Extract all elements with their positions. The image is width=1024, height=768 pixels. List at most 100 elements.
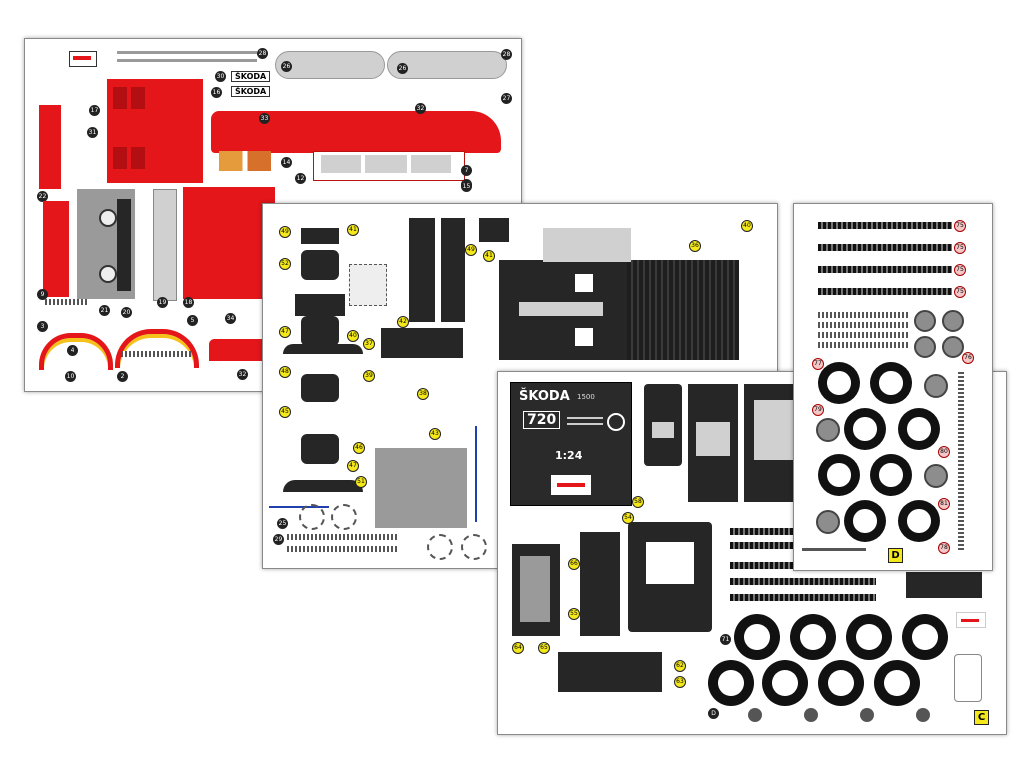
axle-part bbox=[954, 654, 982, 702]
tail-light bbox=[131, 87, 145, 109]
door-panel bbox=[441, 218, 465, 322]
tire bbox=[818, 660, 864, 706]
rear-floor bbox=[627, 260, 739, 360]
part-number: 43 bbox=[429, 428, 441, 440]
chassis-window bbox=[646, 542, 694, 584]
part-number: 3 bbox=[37, 321, 48, 332]
box-brand: ŠKODA bbox=[519, 389, 570, 404]
seat-part bbox=[301, 228, 339, 244]
part-number: 75 bbox=[954, 286, 966, 298]
chassis-window bbox=[652, 422, 674, 438]
door-panel bbox=[409, 218, 435, 322]
chassis-part bbox=[906, 572, 982, 598]
part-number: 41 bbox=[483, 250, 495, 262]
part-number: 5 bbox=[187, 315, 198, 326]
glue-tabs bbox=[818, 332, 908, 338]
box-credit-line bbox=[567, 423, 603, 425]
brand-emblem bbox=[607, 413, 625, 431]
part-number: 49 bbox=[279, 226, 291, 238]
part-number: 49 bbox=[465, 244, 477, 256]
part-number: 66 bbox=[568, 558, 580, 570]
part-number: 14 bbox=[281, 157, 292, 168]
part-number: 58 bbox=[632, 496, 644, 508]
tail-light bbox=[113, 147, 127, 169]
tire-tread-strip bbox=[818, 222, 952, 229]
part-number: 46 bbox=[353, 442, 365, 454]
glue-tabs bbox=[818, 342, 908, 348]
part-number: 78 bbox=[938, 542, 950, 554]
box-credit-line bbox=[567, 417, 603, 419]
part-number: 9 bbox=[37, 289, 48, 300]
gauge-ring bbox=[461, 534, 487, 560]
console-part bbox=[381, 328, 463, 358]
part-number: 65 bbox=[538, 642, 550, 654]
part-number: 7 bbox=[461, 165, 472, 176]
part-number: 28 bbox=[501, 49, 512, 60]
part-number: D bbox=[708, 708, 719, 719]
tire bbox=[874, 660, 920, 706]
part-number: 64 bbox=[512, 642, 524, 654]
part-number: 30 bbox=[215, 71, 226, 82]
side-body-panel bbox=[211, 111, 501, 153]
wheel-hub bbox=[924, 374, 948, 398]
tire-tread-strip bbox=[818, 266, 952, 273]
dashboard-part bbox=[349, 264, 387, 306]
bumper-part bbox=[275, 51, 385, 79]
console-part bbox=[479, 218, 509, 242]
part-number: 37 bbox=[363, 338, 375, 350]
sheet-credit-line bbox=[802, 548, 866, 551]
sheet-letter-d: D bbox=[888, 548, 903, 563]
part-number: 21 bbox=[99, 305, 110, 316]
part-number: 32 bbox=[237, 369, 248, 380]
chassis-window bbox=[696, 422, 730, 456]
part-number: 40 bbox=[741, 220, 753, 232]
part-number: 31 bbox=[87, 127, 98, 138]
tire bbox=[762, 660, 808, 706]
chassis-part bbox=[558, 652, 662, 692]
small-logo bbox=[956, 612, 986, 628]
tire bbox=[870, 362, 912, 404]
part-number: 63 bbox=[674, 676, 686, 688]
seat-part bbox=[301, 434, 339, 464]
tail-light bbox=[113, 87, 127, 109]
part-number: 51 bbox=[355, 476, 367, 488]
part-number: 38 bbox=[417, 388, 429, 400]
part-number: 75 bbox=[954, 242, 966, 254]
part-number: 28 bbox=[257, 48, 268, 59]
tire bbox=[870, 454, 912, 496]
lamp-parts bbox=[219, 151, 271, 171]
seat-part bbox=[301, 250, 339, 280]
brand-badge: ŠKODA bbox=[231, 86, 271, 97]
luggage-panel bbox=[375, 448, 467, 528]
glue-tabs bbox=[45, 299, 89, 305]
seat-part bbox=[295, 294, 345, 316]
tire bbox=[898, 500, 940, 542]
gauge-ring bbox=[299, 504, 325, 530]
part-number: 48 bbox=[279, 366, 291, 378]
box-scale: 1:24 bbox=[555, 449, 583, 462]
seat-part bbox=[301, 374, 339, 402]
part-number: 19 bbox=[157, 297, 168, 308]
box-logo bbox=[551, 475, 591, 495]
part-number: 29 bbox=[273, 534, 284, 545]
hood-panel bbox=[183, 187, 275, 299]
front-panel bbox=[39, 105, 61, 189]
tread-ladder bbox=[958, 370, 964, 550]
part-number: 22 bbox=[37, 191, 48, 202]
part-number: 76 bbox=[962, 352, 974, 364]
tire-tread-strip bbox=[730, 594, 876, 601]
tire bbox=[734, 614, 780, 660]
gauge-ring bbox=[427, 534, 453, 560]
tire bbox=[902, 614, 948, 660]
part-number: 33 bbox=[259, 113, 270, 124]
part-number: 26 bbox=[281, 61, 292, 72]
part-number: 62 bbox=[674, 660, 686, 672]
tire bbox=[818, 454, 860, 496]
sheet-letter-c: C bbox=[974, 710, 989, 725]
glue-tabs bbox=[287, 546, 397, 552]
part-number: 39 bbox=[363, 370, 375, 382]
part-number: 12 bbox=[295, 173, 306, 184]
part-number: 75 bbox=[954, 220, 966, 232]
floor-tunnel bbox=[519, 302, 603, 316]
tire bbox=[898, 408, 940, 450]
